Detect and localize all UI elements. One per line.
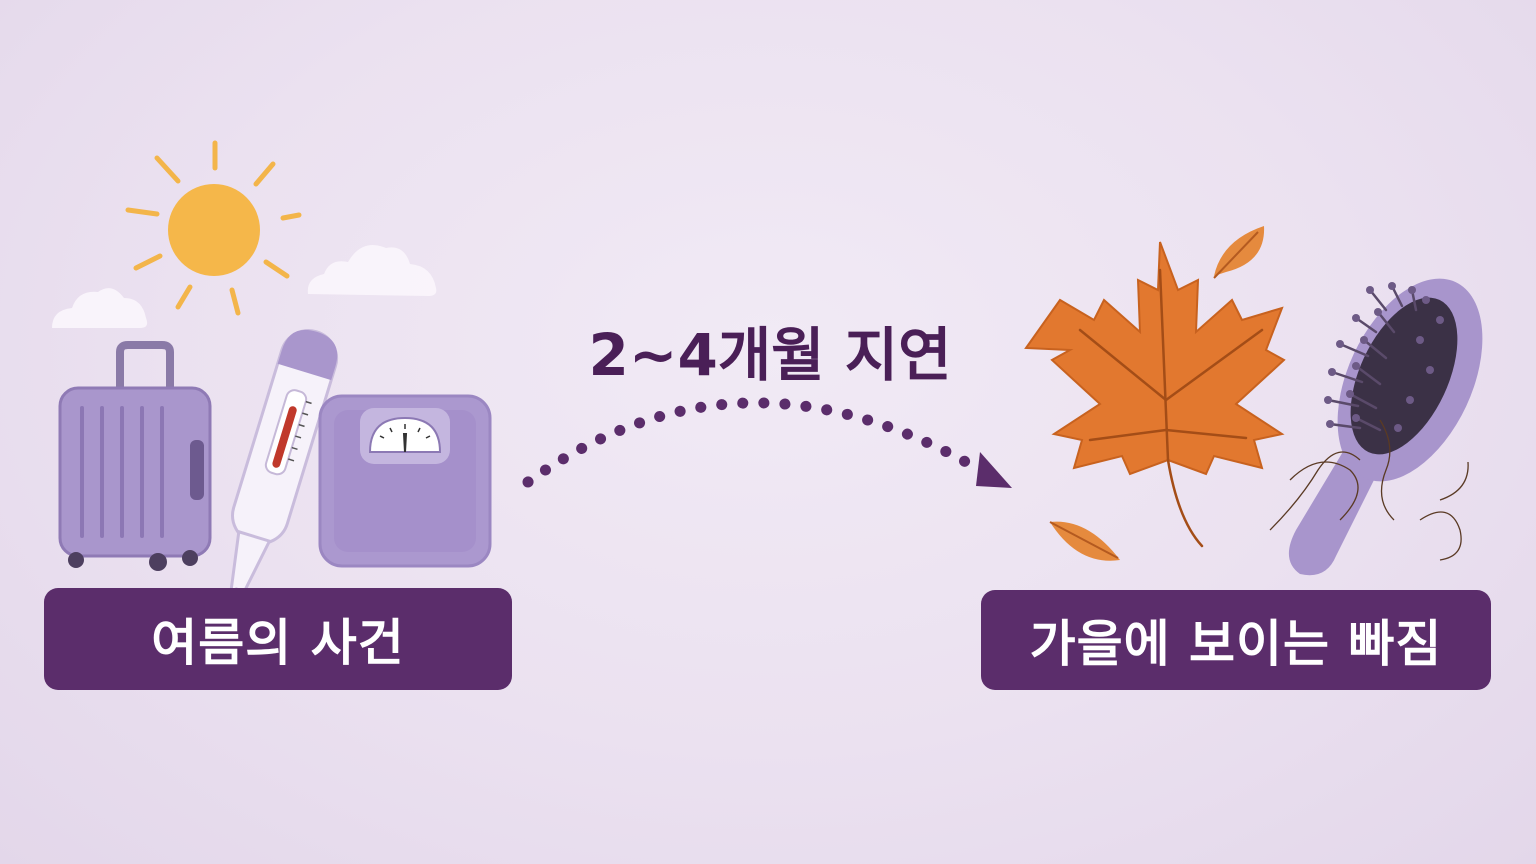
cloud-icon — [52, 245, 437, 328]
loose-hair-icon — [1269, 419, 1469, 561]
delay-label: 2~4개월 지연 — [588, 321, 952, 389]
thermometer-icon — [229, 329, 339, 602]
small-leaf-icon — [1049, 521, 1120, 561]
small-leaf-icon — [1213, 226, 1265, 279]
sun-icon — [125, 140, 302, 316]
suitcase-icon — [58, 341, 212, 571]
scale-icon — [318, 394, 492, 568]
maple-leaf-icon — [1024, 241, 1286, 548]
autumn-shedding-label: 가을에 보이는 빠짐 — [981, 590, 1491, 690]
hairbrush-icon — [1288, 278, 1483, 576]
summer-event-label: 여름의 사건 — [44, 588, 512, 690]
